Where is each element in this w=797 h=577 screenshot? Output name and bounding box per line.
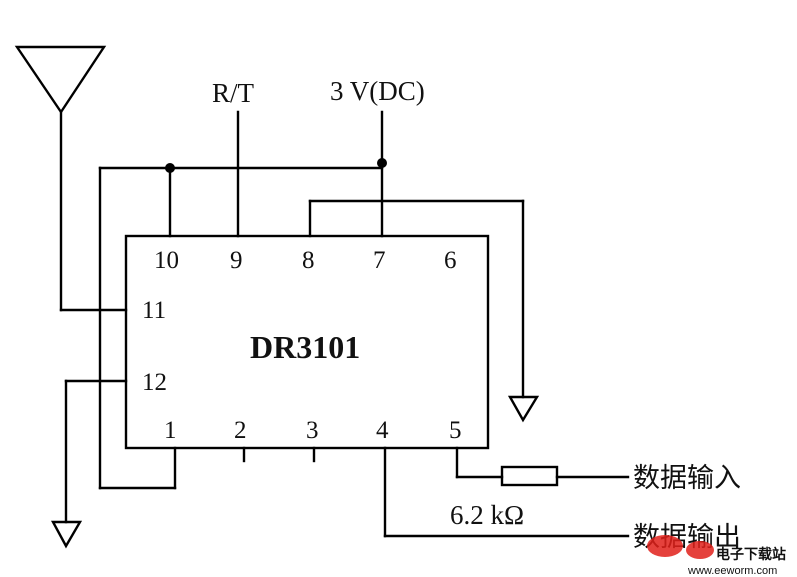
vcc-label: 3 V(DC) [330,76,425,106]
watermark-logo [647,535,714,559]
ground-symbol-left [50,520,83,549]
watermark-url: www.eeworm.com [687,565,777,577]
pin-11-label: 11 [142,297,166,324]
pin-5-label: 5 [449,417,462,444]
pin-6-label: 6 [444,247,457,274]
pin-1-label: 1 [164,417,177,444]
watermark-site-name: 电子下载站 [716,546,786,563]
pin-2-label: 2 [234,417,247,444]
pin-4-label: 4 [376,417,389,444]
resistor-symbol [500,465,559,487]
chip-label: DR3101 [250,329,360,365]
data-input-label: 数据输入 [633,463,741,494]
rt-label: R/T [212,78,255,108]
ic-body [124,234,490,450]
resistor-value-label: 6.2 kΩ [450,500,524,530]
ground-symbol-right [507,395,540,423]
pin-12-label: 12 [142,369,167,396]
logo-bug-icon [647,535,683,557]
pin-3-label: 3 [306,417,319,444]
pin-10-label: 10 [154,247,179,274]
pin-7-label: 7 [373,247,386,274]
logo-bug-icon-2 [686,541,714,559]
antenna-symbol [14,45,107,115]
pin-8-label: 8 [302,247,315,274]
pin-9-label: 9 [230,247,243,274]
junction-dot-pin10 [165,163,175,173]
